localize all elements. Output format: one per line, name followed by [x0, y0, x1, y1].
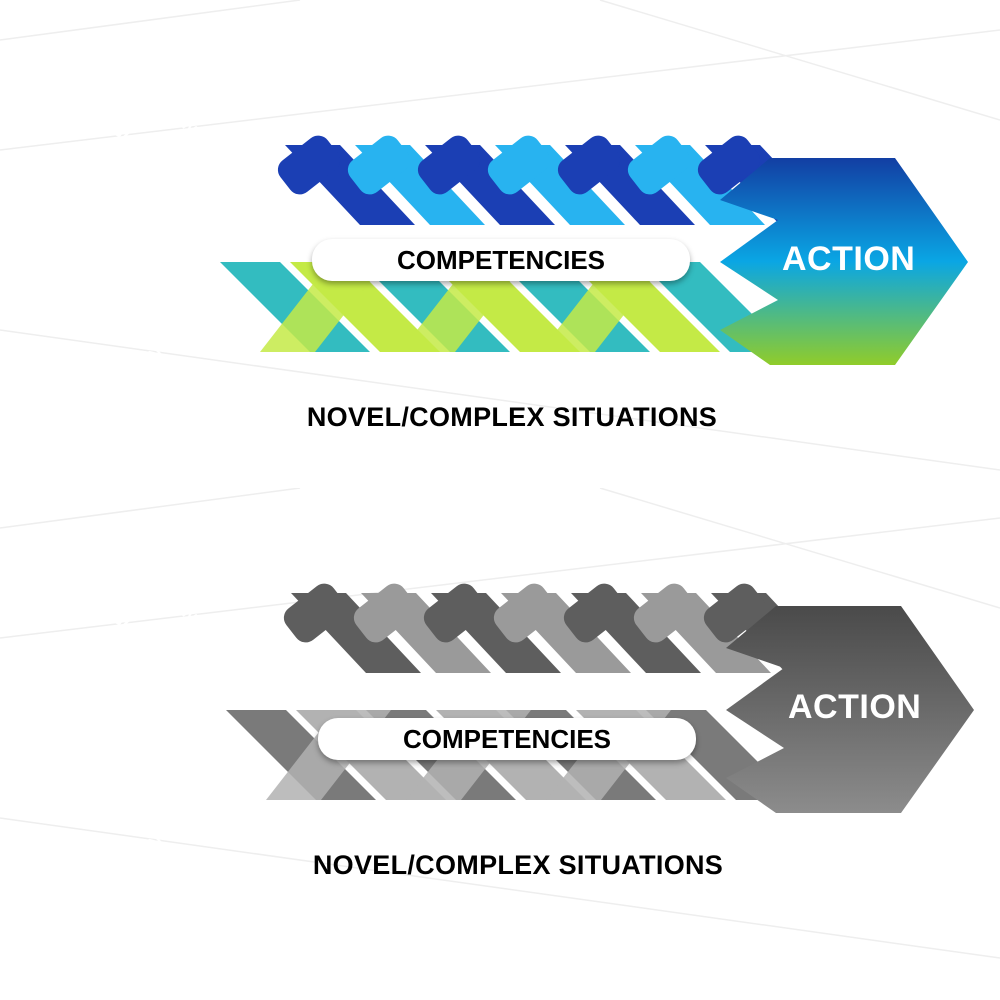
- background-line: [0, 517, 1000, 639]
- upper-strand-cap: [423, 583, 487, 643]
- background-lines: [0, 488, 1000, 959]
- upper-strand-cap: [627, 135, 691, 195]
- cross-strand: [540, 262, 665, 352]
- upper-strand-cap: [563, 583, 627, 643]
- upper-strand-cap: [417, 135, 481, 195]
- cross-strands: [260, 262, 665, 352]
- upper-strand-cap: [347, 135, 411, 195]
- background-line: [0, 488, 301, 529]
- background-line: [0, 329, 1000, 471]
- competencies-diagram-color: KNOWLEDGE SKILLS UNDERSTANDINGS DISPOSIT…: [0, 0, 1000, 471]
- action-label: ACTION: [782, 240, 916, 278]
- competencies-diagram-grayscale: KNOWLEDGE SKILLS UNDERSTANDINGS DISPOSIT…: [0, 488, 1000, 988]
- action-hexagon: [726, 606, 974, 813]
- competencies-label: COMPETENCIES: [402, 724, 612, 754]
- background-line: [599, 488, 1000, 609]
- background-line: [0, 29, 1000, 151]
- upper-strand-cap: [283, 583, 347, 643]
- action-label: ACTION: [788, 688, 922, 726]
- cross-strand: [400, 262, 525, 352]
- competencies-pill: COMPETENCIES: [312, 239, 690, 281]
- competencies-label: COMPETENCIES: [396, 245, 606, 275]
- action-hexagon: [720, 158, 968, 365]
- background-line: [0, 817, 1000, 959]
- competencies-pill: COMPETENCIES: [318, 718, 696, 760]
- upper-strand-cap: [697, 135, 761, 195]
- situation-label: NOVEL/COMPLEX SITUATIONS: [312, 850, 724, 880]
- upper-strand-cap: [557, 135, 621, 195]
- situation-label: NOVEL/COMPLEX SITUATIONS: [306, 402, 718, 432]
- upper-strand-cap: [633, 583, 697, 643]
- upper-strand-cap: [487, 135, 551, 195]
- background-line: [0, 0, 301, 41]
- background-line: [599, 0, 1000, 121]
- upper-strands: [277, 135, 835, 225]
- upper-strand-cap: [277, 135, 341, 195]
- upper-strand-cap: [703, 583, 767, 643]
- background-lines: [0, 0, 1000, 471]
- upper-strand-cap: [353, 583, 417, 643]
- cross-strand: [260, 262, 385, 352]
- woven-strands-art: [0, 0, 1000, 471]
- upper-strand-cap: [493, 583, 557, 643]
